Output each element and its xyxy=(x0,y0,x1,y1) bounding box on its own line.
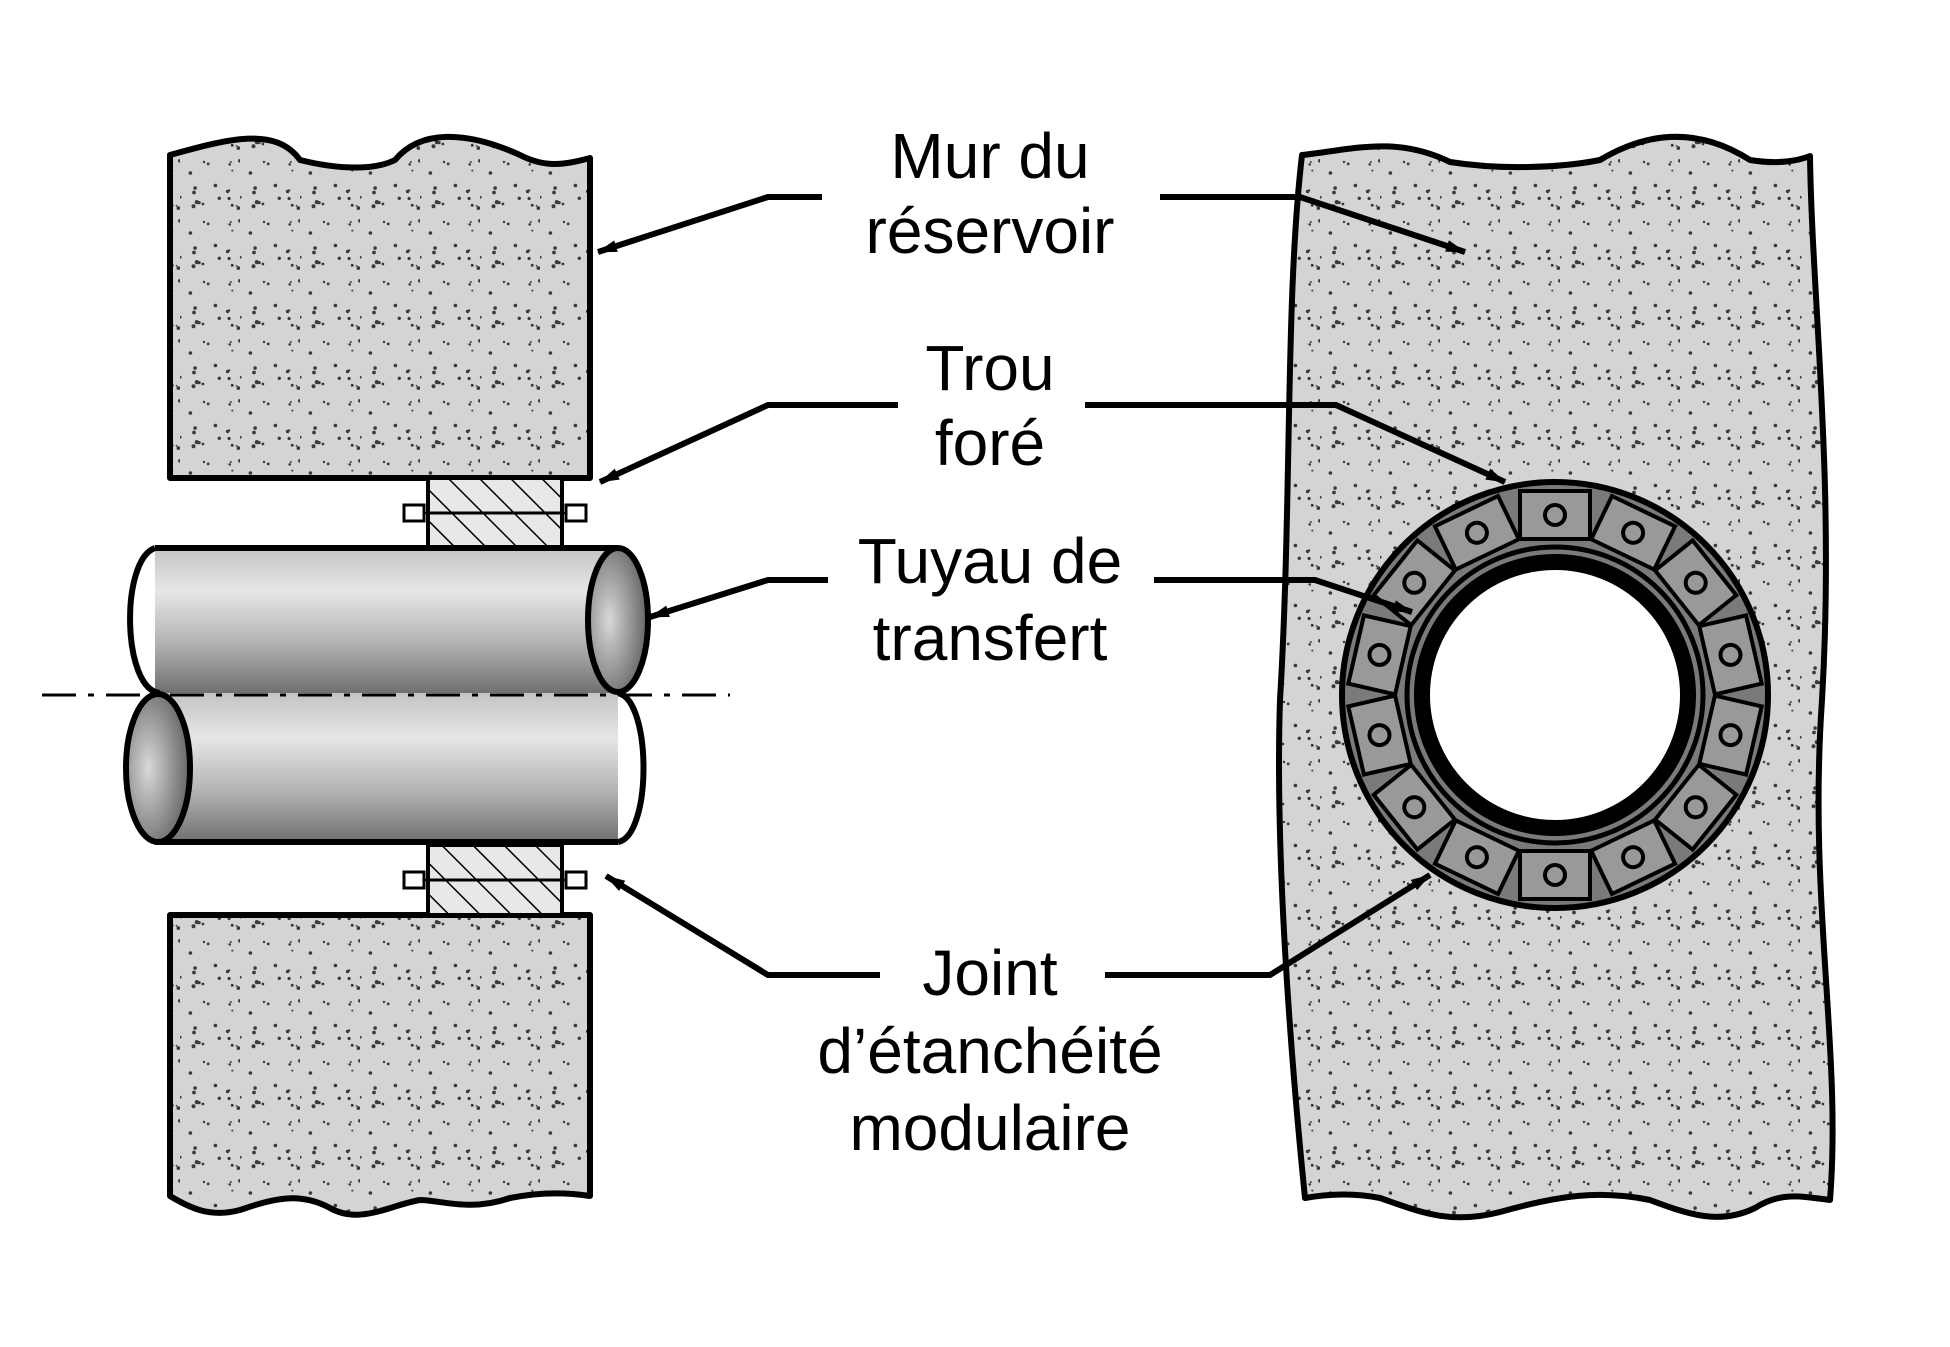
label-tank-wall-line2: réservoir xyxy=(866,195,1115,267)
pipe-open-end-right xyxy=(585,545,651,695)
seal-link xyxy=(1432,817,1522,897)
seal-link xyxy=(1518,849,1592,901)
bolt-icon xyxy=(1718,642,1743,667)
label-drilled-hole-line1: Trou xyxy=(925,332,1054,404)
tank-wall-upper-block xyxy=(167,133,593,481)
leader-tank-wall-right xyxy=(1160,194,1466,255)
bolt-icon xyxy=(1543,503,1567,527)
seal-link xyxy=(1345,693,1414,777)
seal-link xyxy=(1696,613,1765,697)
seal-link xyxy=(1370,762,1458,853)
label-drilled-hole-line2: foré xyxy=(935,407,1045,479)
leader-transfer-pipe-right xyxy=(1154,577,1413,615)
drilled-hole-opening xyxy=(1414,554,1696,836)
front-view xyxy=(1276,133,1836,1221)
pipe-open-end-left xyxy=(123,691,193,845)
seal-link xyxy=(1432,493,1522,573)
leader-modular-seal-right xyxy=(1105,872,1432,978)
seal-links xyxy=(1345,489,1765,901)
modular-seal-inner-edge xyxy=(1404,544,1706,846)
seal-link xyxy=(1652,537,1740,628)
leader-transfer-pipe-left xyxy=(649,577,828,620)
bolt-icon xyxy=(1621,520,1646,545)
leader-modular-seal-left xyxy=(604,873,880,978)
leader-drilled-hole-left xyxy=(598,402,898,485)
seal-link xyxy=(1518,489,1592,541)
bolt-icon xyxy=(1402,570,1427,595)
transfer-pipe-side xyxy=(123,545,651,845)
label-modular-seal-line2: d’étanchéité xyxy=(817,1015,1162,1087)
bolt-icon xyxy=(1683,795,1708,820)
label-tank-wall-line1: Mur du xyxy=(890,120,1089,192)
seal-link xyxy=(1588,493,1678,573)
bolt-icon xyxy=(1683,570,1708,595)
bolt-icon xyxy=(1367,642,1392,667)
label-modular-seal-line1: Joint xyxy=(922,937,1057,1009)
labels: Mur du réservoir Trou foré Tuyau de tran… xyxy=(817,120,1162,1164)
tank-wall-lower-block xyxy=(167,912,593,1218)
bolt-icon xyxy=(1367,723,1392,748)
bolt-icon xyxy=(1543,863,1567,887)
seal-upper-section xyxy=(402,476,588,550)
seal-link xyxy=(1696,693,1765,777)
label-transfer-pipe-line2: transfert xyxy=(873,602,1108,674)
bolt-icon xyxy=(1402,795,1427,820)
bolt-icon xyxy=(1464,845,1489,870)
leader-drilled-hole-right xyxy=(1085,402,1507,485)
side-section-view xyxy=(42,133,730,1218)
label-transfer-pipe-line1: Tuyau de xyxy=(858,525,1122,597)
seal-link xyxy=(1588,817,1678,897)
seal-link xyxy=(1652,762,1740,853)
leader-tank-wall-left xyxy=(597,194,822,255)
label-modular-seal-line3: modulaire xyxy=(849,1092,1130,1164)
bolt-icon xyxy=(1464,520,1489,545)
seal-link xyxy=(1345,613,1414,697)
bolt-icon xyxy=(1718,723,1743,748)
leader-lines xyxy=(597,194,1507,978)
bolt-icon xyxy=(1621,845,1646,870)
seal-lower-section xyxy=(402,843,588,917)
